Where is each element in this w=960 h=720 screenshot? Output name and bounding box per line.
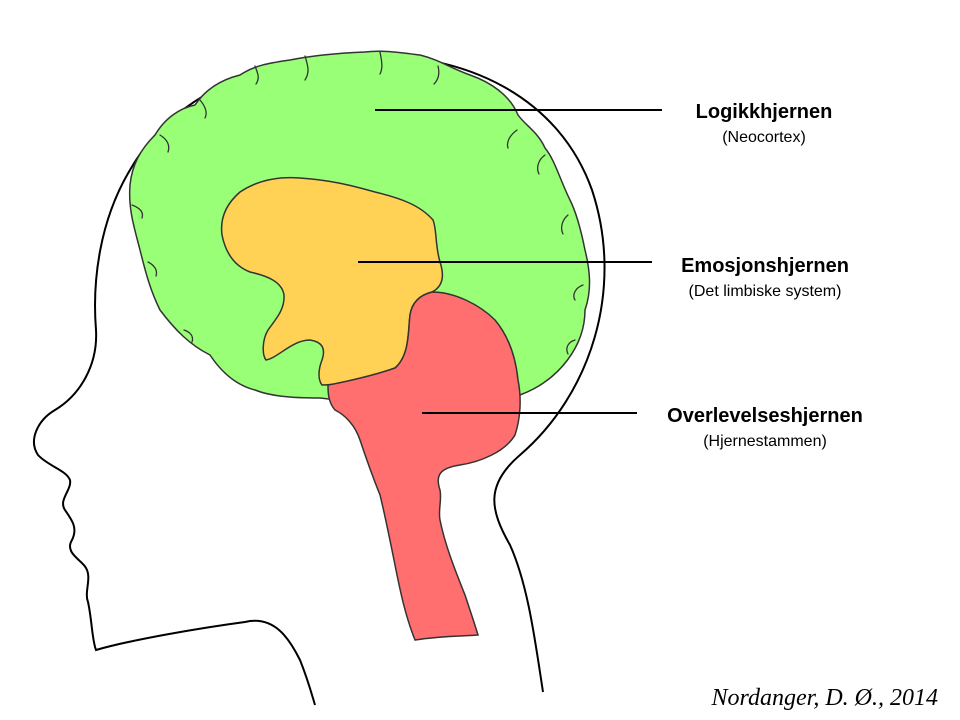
- brainstem-region: [327, 291, 521, 641]
- brainstem-label: Overlevelseshjernen (Hjernestammen): [640, 404, 890, 453]
- brainstem-subtitle: (Hjernestammen): [703, 433, 827, 450]
- credit-text: Nordanger, D. Ø., 2014: [711, 685, 938, 711]
- neocortex-title: Logikkhjernen: [695, 101, 833, 123]
- limbic-title: Emosjonshjernen: [681, 255, 849, 277]
- brainstem-title: Overlevelseshjernen: [667, 405, 863, 427]
- neocortex-subtitle: (Neocortex): [722, 129, 806, 146]
- head-outline: [33, 53, 606, 706]
- neocortex-label: Logikkhjernen (Neocortex): [664, 100, 864, 149]
- limbic-subtitle: (Det limbiske system): [688, 283, 842, 300]
- limbic-label: Emosjonshjernen (Det limbiske system): [650, 254, 880, 303]
- cortex-folds: [131, 51, 584, 355]
